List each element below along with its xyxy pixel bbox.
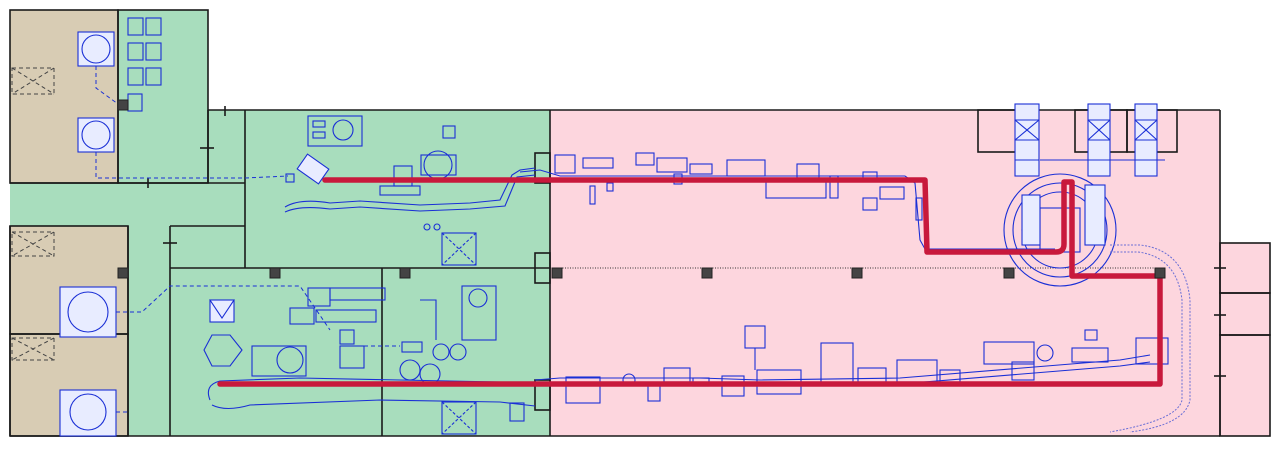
magnet-icon <box>1014 103 1158 246</box>
marker-icon <box>117 99 129 111</box>
zone-clean-top <box>118 10 208 183</box>
zone-clean-col <box>128 226 170 436</box>
marker-icon <box>701 267 713 279</box>
beam-route-upper <box>217 177 1163 387</box>
marker-icon <box>551 267 563 279</box>
marker-icon <box>1154 267 1166 279</box>
zone-accel <box>550 110 1220 436</box>
survey-markers <box>117 99 1166 279</box>
beam-path <box>217 177 1163 387</box>
zone-accel-right <box>1220 243 1270 436</box>
zone-fills <box>10 10 1270 436</box>
upper-injector-equipment <box>284 115 536 266</box>
marker-icon <box>269 267 281 279</box>
zone-clean-corridor <box>10 183 245 226</box>
zone-clean-hall <box>208 110 550 436</box>
lower-injector-equipment <box>203 285 536 435</box>
staging-equipment <box>11 31 331 437</box>
marker-icon <box>851 267 863 279</box>
column-icon <box>59 31 117 437</box>
marker-icon <box>117 267 129 279</box>
marker-icon <box>399 267 411 279</box>
zone-clean-left <box>170 226 245 436</box>
marker-icon <box>1003 267 1015 279</box>
rack-boxes <box>127 17 162 112</box>
